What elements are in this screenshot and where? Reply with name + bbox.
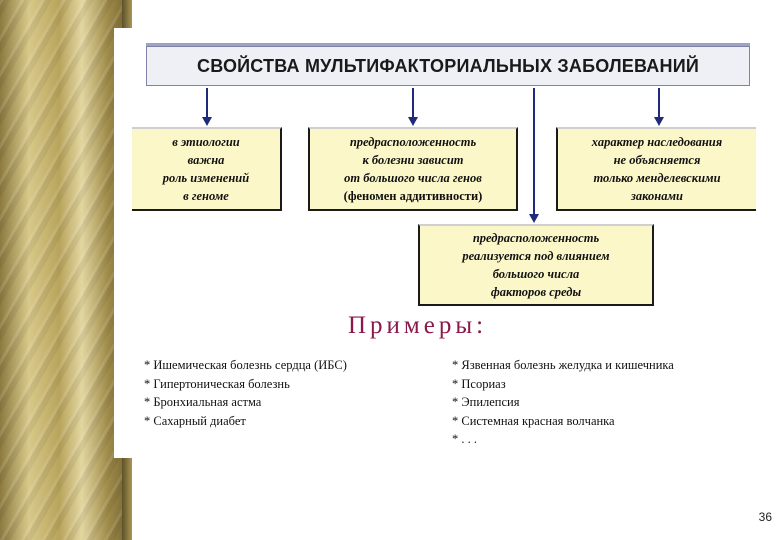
box-line: роль изменений	[162, 171, 250, 185]
arrow-to-box-3	[654, 88, 664, 126]
decorative-side-band	[0, 0, 132, 540]
box-line: предрасположенность	[472, 231, 600, 245]
box-line: характер наследования	[591, 135, 723, 149]
box-line: только менделевскими	[593, 171, 721, 185]
example-item: * Сахарный диабет	[144, 413, 246, 428]
arrow-to-box-1	[202, 88, 212, 126]
box-line: (феномен аддитивности)	[343, 189, 483, 203]
arrow-to-box-4	[529, 88, 539, 223]
box-line: факторов среды	[490, 285, 582, 299]
property-box-etiology: в этиологии важна роль изменений в геном…	[132, 127, 282, 211]
examples-heading: Примеры:	[348, 312, 488, 339]
property-box-environment: предрасположенность реализуется под влия…	[418, 224, 654, 306]
example-item: * Псориаз	[452, 376, 506, 391]
examples-list-left: * Ишемическая болезнь сердца (ИБС) * Гип…	[144, 356, 347, 430]
box-line: в геноме	[183, 189, 229, 203]
slide-title: СВОЙСТВА МУЛЬТИФАКТОРИАЛЬНЫХ ЗАБОЛЕВАНИЙ	[197, 55, 699, 76]
box-line: предрасположенность	[349, 135, 477, 149]
examples-list-right: * Язвенная болезнь желудка и кишечника *…	[452, 356, 674, 449]
box-line: от большого числа генов	[344, 171, 482, 185]
example-item: * Язвенная болезнь желудка и кишечника	[452, 358, 674, 372]
box-line: законами	[631, 189, 683, 203]
example-item: * Бронхиальная астма	[144, 395, 262, 409]
box-line: к болезни зависит	[362, 153, 464, 167]
box-line: не объясняется	[613, 153, 701, 167]
box-line: реализуется под влиянием	[462, 249, 610, 263]
box-line: важна	[187, 153, 225, 167]
band-texture	[0, 0, 132, 540]
arrow-to-box-2	[408, 88, 418, 126]
title-box: СВОЙСТВА МУЛЬТИФАКТОРИАЛЬНЫХ ЗАБОЛЕВАНИЙ	[146, 46, 750, 86]
page-number: 36	[758, 510, 772, 524]
example-item: * Эпилепсия	[452, 395, 520, 409]
example-item: * Гипертоническая болезнь	[144, 376, 290, 391]
example-item: * Системная красная волчанка	[452, 413, 615, 428]
example-item: * . . .	[452, 432, 477, 446]
property-box-inheritance: характер наследования не объясняется тол…	[556, 127, 756, 211]
box-line: в этиологии	[172, 135, 240, 149]
box-line: большого числа	[492, 267, 580, 281]
property-box-predisposition-genes: предрасположенность к болезни зависит от…	[308, 127, 518, 211]
example-item: * Ишемическая болезнь сердца (ИБС)	[144, 358, 347, 372]
